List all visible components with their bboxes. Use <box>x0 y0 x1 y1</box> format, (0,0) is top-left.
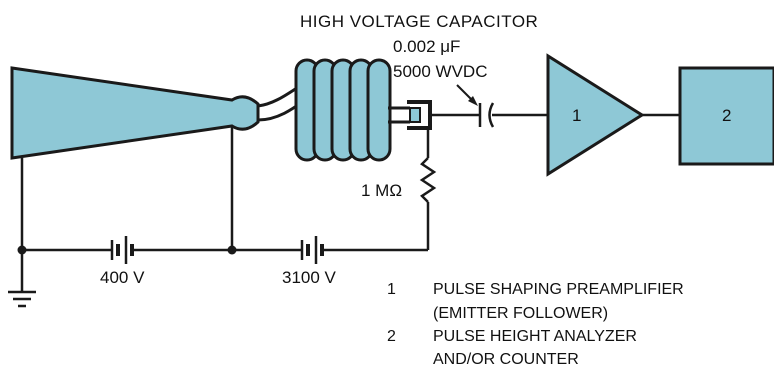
preamplifier-number: 1 <box>572 106 581 125</box>
legend-item-2-line1: PULSE HEIGHT ANALYZER <box>433 328 637 345</box>
junction-dot <box>227 245 237 255</box>
resistor-label: 1 MΩ <box>361 181 402 200</box>
analyzer-block <box>678 66 774 166</box>
capacitor-value: 0.002 μF <box>393 37 460 56</box>
battery-3100v <box>300 236 324 264</box>
analyzer-number: 2 <box>722 106 731 125</box>
capacitor <box>478 102 495 128</box>
coil-turn <box>366 58 392 162</box>
terminal-pin <box>409 107 421 123</box>
coil <box>294 58 392 162</box>
battery-400v-label: 400 V <box>100 268 145 287</box>
legend: 1 PULSE SHAPING PREAMPLIFIER (EMITTER FO… <box>387 281 684 368</box>
battery-3100v-label: 3100 V <box>282 268 337 287</box>
legend-item-1-line2: (EMITTER FOLLOWER) <box>433 305 608 322</box>
junction-dot <box>17 245 27 255</box>
coil-lead <box>388 106 410 124</box>
battery-400v <box>110 236 134 264</box>
legend-number-2: 2 <box>387 328 396 345</box>
capacitor-title: HIGH VOLTAGE CAPACITOR <box>300 12 538 31</box>
legend-item-1-line1: PULSE SHAPING PREAMPLIFIER <box>433 281 684 298</box>
wires <box>20 113 680 292</box>
resistor <box>419 157 437 203</box>
legend-number-1: 1 <box>387 281 396 298</box>
ionization-chamber <box>10 66 260 160</box>
ground-icon <box>8 290 36 308</box>
legend-item-2-line2: AND/OR COUNTER <box>433 351 579 368</box>
preamplifier-block <box>546 53 645 177</box>
pointer-arrowhead <box>468 96 478 106</box>
capacitor-rating: 5000 WVDC <box>393 62 487 81</box>
